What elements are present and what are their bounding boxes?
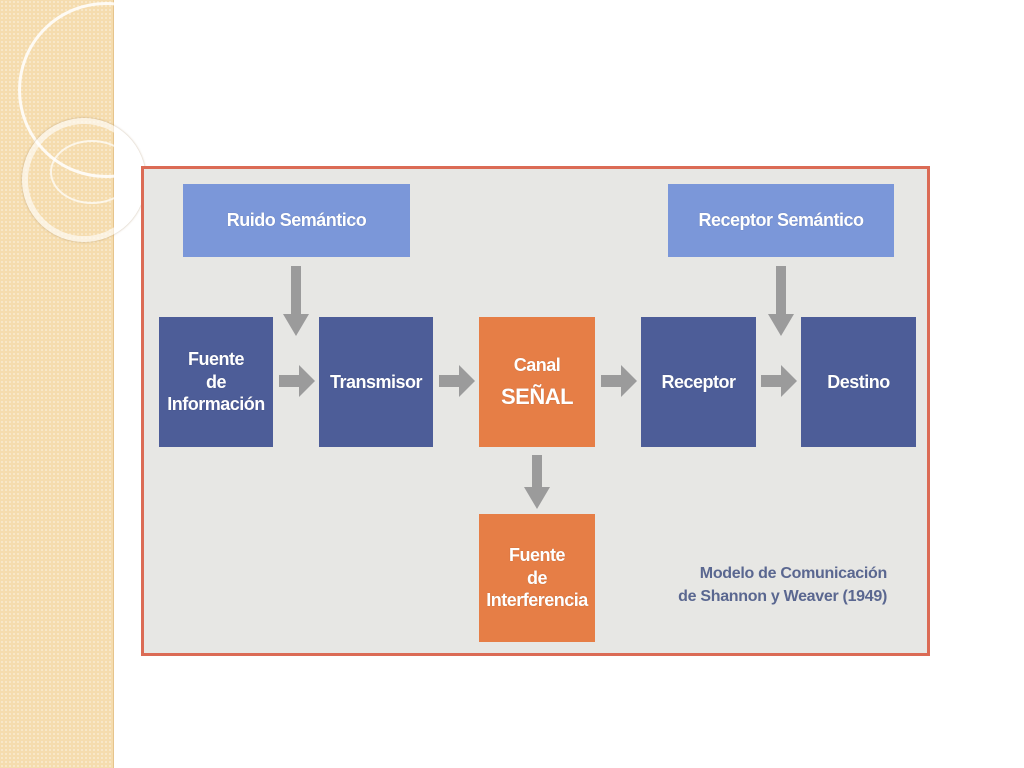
node-label: Destino	[827, 371, 890, 392]
node-fuente-de-informacion: Fuente de Información	[159, 317, 273, 447]
node-label-line: Información	[167, 394, 265, 415]
node-transmisor: Transmisor	[319, 317, 433, 447]
arrow-right-icon	[439, 365, 475, 397]
node-fuente-de-interferencia: Fuente de Interferencia	[479, 514, 595, 642]
arrow-down-icon	[768, 266, 794, 336]
node-label: Receptor Semántico	[698, 210, 864, 231]
node-receptor-semantico: Receptor Semántico	[668, 184, 894, 257]
arrow-down-icon	[524, 455, 550, 509]
caption-line: Modelo de Comunicación	[699, 565, 888, 582]
arrow-right-icon	[761, 365, 797, 397]
shannon-weaver-diagram: Ruido Semántico Receptor Semántico Fuent…	[141, 166, 930, 656]
node-receptor: Receptor	[641, 317, 756, 447]
node-label-line: Interferencia	[486, 590, 588, 611]
node-label: Ruido Semántico	[226, 210, 367, 231]
node-ruido-semantico: Ruido Semántico	[183, 184, 410, 257]
arrow-down-icon	[283, 266, 309, 336]
node-label-line: Canal	[513, 355, 561, 375]
node-label-line: de	[526, 567, 548, 588]
node-canal-senal: Canal SEÑAL	[479, 317, 595, 447]
node-label-line: Fuente	[187, 349, 245, 370]
decorative-ring-inner	[50, 140, 134, 204]
caption-line: de Shannon y Weaver (1949)	[678, 588, 887, 606]
decorative-side-strip	[0, 0, 194, 768]
arrow-right-icon	[279, 365, 315, 397]
node-label: Receptor	[661, 371, 736, 392]
node-label: Transmisor	[329, 371, 423, 392]
node-label-line: Fuente	[508, 545, 566, 566]
arrow-right-icon	[601, 365, 637, 397]
diagram-caption: Modelo de Comunicación de Shannon y Weav…	[678, 562, 887, 608]
node-label-line: de	[205, 371, 227, 392]
node-label-line: SEÑAL	[500, 383, 574, 409]
node-destino: Destino	[801, 317, 916, 447]
